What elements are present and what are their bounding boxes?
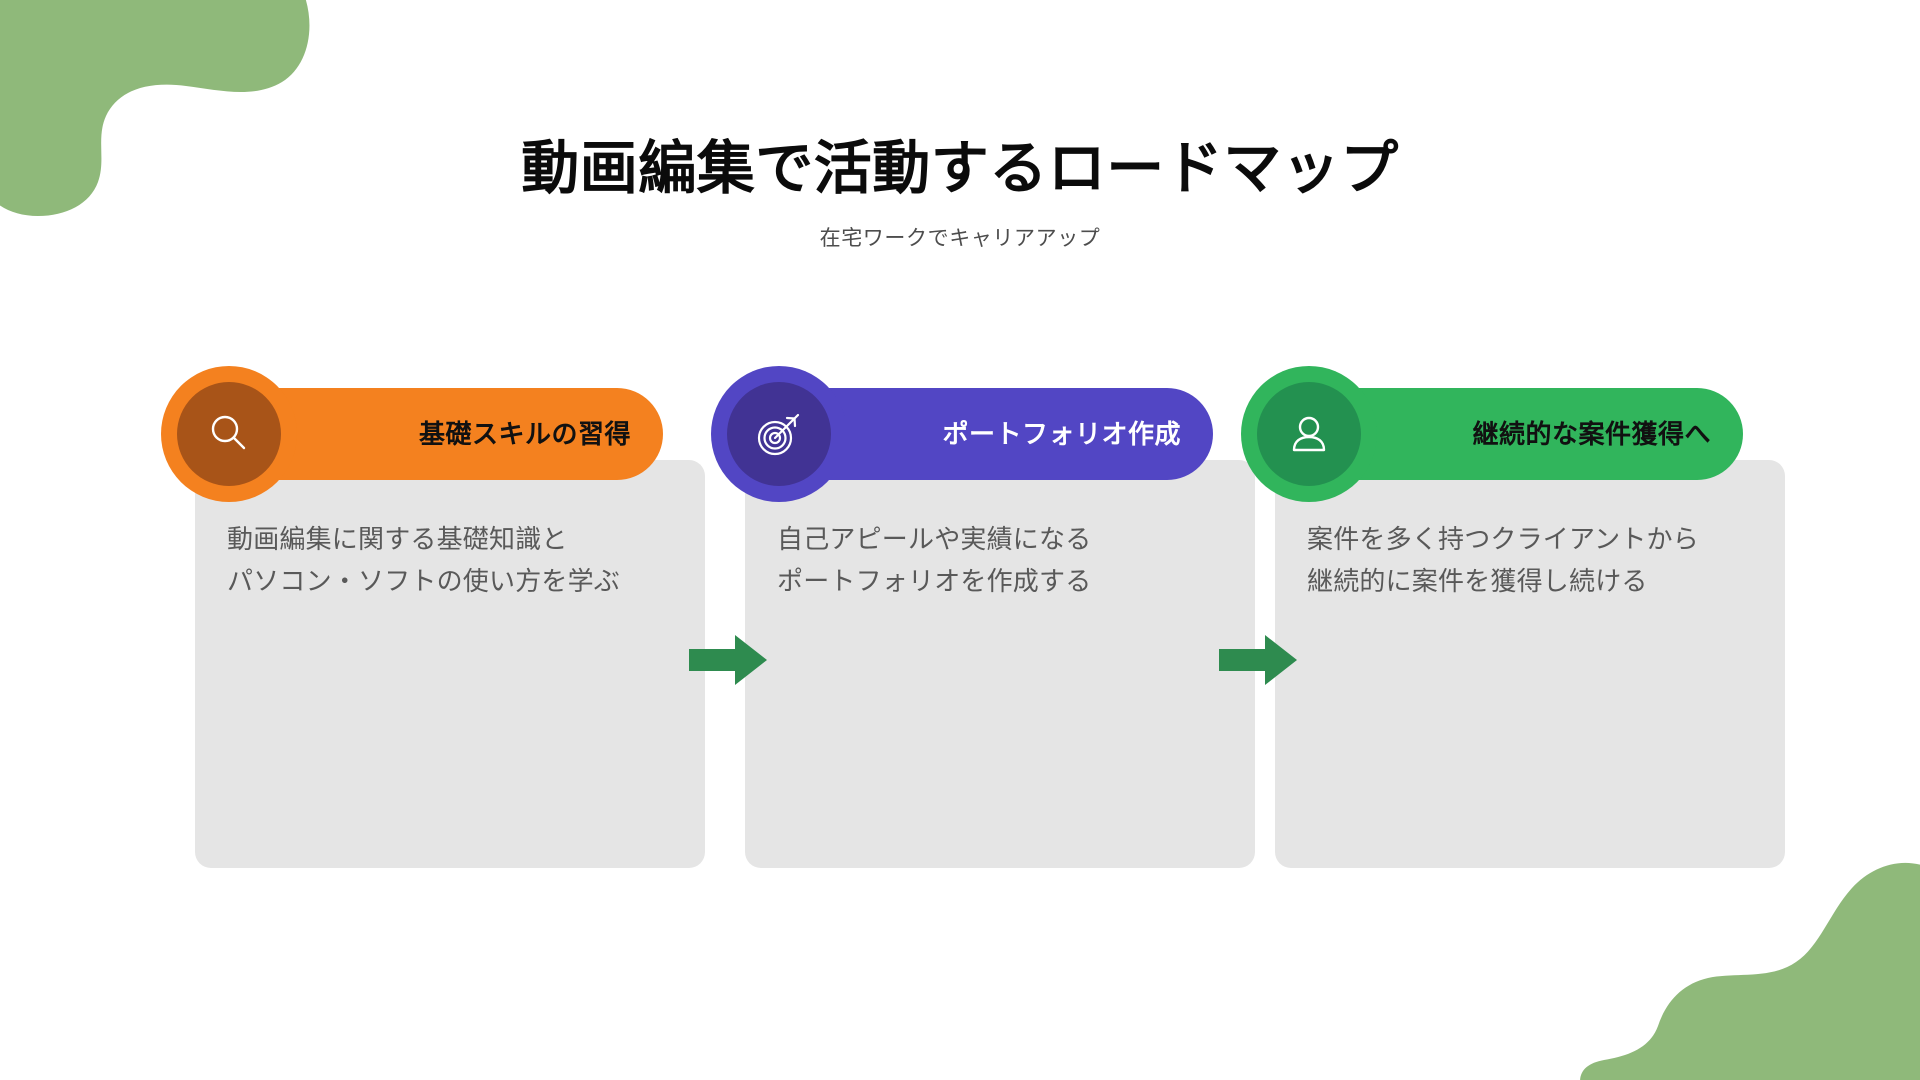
roadmap-step-1[interactable]: 基礎スキルの習得 動画編集に関する基礎知識と パソコン・ソフトの使い方を学ぶ — [161, 366, 705, 868]
step-3-body-text: 案件を多く持つクライアントから 継続的に案件を獲得し続ける — [1307, 524, 1699, 597]
user-person-icon — [1292, 416, 1326, 452]
step-3-badge[interactable]: 継続的な案件獲得へ — [1309, 388, 1743, 480]
step-3-badge-label: 継続的な案件獲得へ — [1472, 419, 1711, 449]
step-1-icon-circle — [161, 366, 297, 502]
page-title: 動画編集で活動するロードマップ — [521, 136, 1399, 201]
step-2-icon-circle — [711, 366, 847, 502]
step-2-badge-label: ポートフォリオ作成 — [942, 419, 1181, 449]
step-3-icon-circle — [1241, 366, 1377, 502]
connector-arrow-1 — [689, 635, 767, 685]
roadmap-step-3[interactable]: 継続的な案件獲得へ 案件を多く持つクライアントから 継続的に案件を獲得し続ける — [1241, 366, 1785, 868]
target-arrow-icon — [757, 413, 800, 456]
step-1-badge-label: 基礎スキルの習得 — [418, 419, 631, 449]
header-block: 動画編集で活動するロードマップ 在宅ワークでキャリアアップ — [0, 135, 1920, 252]
step-2-badge[interactable]: ポートフォリオ作成 — [779, 388, 1213, 480]
step-1-body-text: 動画編集に関する基礎知識と パソコン・ソフトの使い方を学ぶ — [227, 524, 621, 597]
step-1-card — [195, 460, 705, 868]
roadmap-steps: 基礎スキルの習得 動画編集に関する基礎知識と パソコン・ソフトの使い方を学ぶ ポ… — [161, 366, 1785, 868]
step-3-card — [1275, 460, 1785, 868]
connector-arrow-2 — [1219, 635, 1297, 685]
roadmap-step-2[interactable]: ポートフォリオ作成 自己アピールや実績になる ポートフォリオを作成する — [711, 366, 1255, 868]
step-1-badge[interactable]: 基礎スキルの習得 — [229, 388, 663, 480]
step-2-body-text: 自己アピールや実績になる ポートフォリオを作成する — [777, 524, 1092, 597]
step-2-card — [745, 460, 1255, 868]
page-subtitle: 在宅ワークでキャリアアップ — [819, 227, 1101, 251]
decorative-blob-bottom-right — [1580, 862, 1920, 1080]
search-icon — [211, 415, 246, 450]
